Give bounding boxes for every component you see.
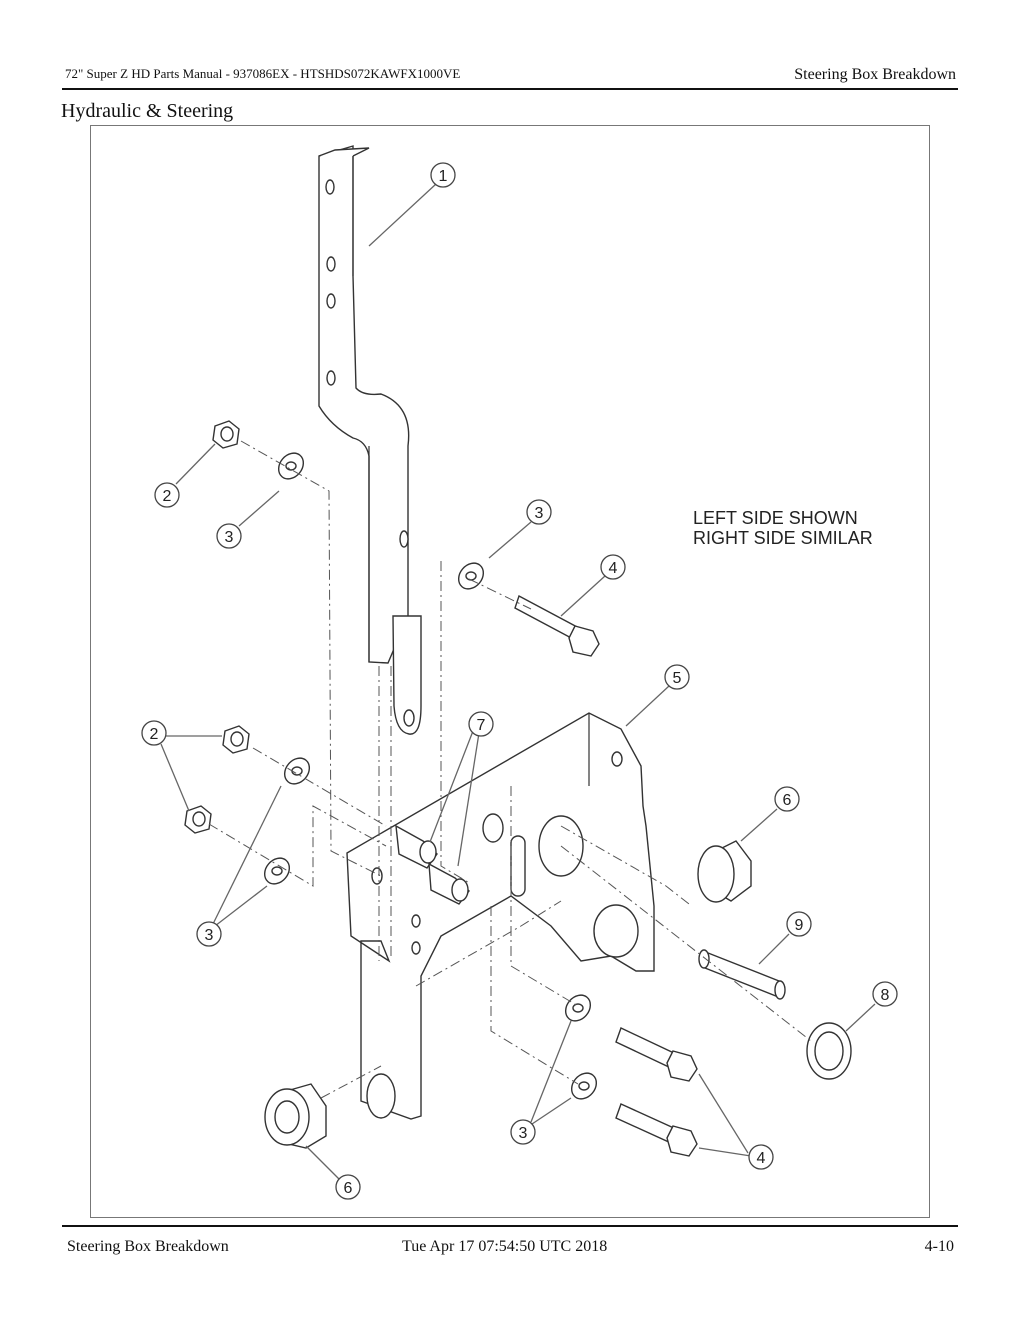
callout-leader-lines (160, 183, 876, 1182)
callout-2-upper: 2 (154, 482, 180, 508)
part-bolts (514, 594, 698, 1157)
svg-text:2: 2 (163, 488, 172, 505)
header-rule (62, 88, 958, 90)
svg-text:6: 6 (344, 1180, 353, 1197)
part-flanged-bushing-right (697, 840, 752, 903)
footer-timestamp: Tue Apr 17 07:54:50 UTC 2018 (402, 1238, 608, 1255)
callout-1: 1 (430, 162, 456, 188)
part-bushings (395, 824, 470, 905)
svg-text:8: 8 (881, 987, 890, 1004)
callout-2-lower: 2 (141, 720, 167, 746)
callout-3-right: 3 (526, 499, 552, 525)
callout-5: 5 (664, 664, 690, 690)
part-flanged-bushing-left (264, 1083, 327, 1149)
callout-4-upper: 4 (600, 554, 626, 580)
svg-text:3: 3 (205, 927, 214, 944)
diagram-frame: 1 2 3 3 4 2 7 5 (90, 125, 930, 1218)
callout-3-lower-right: 3 (510, 1119, 536, 1145)
diagram-note-line2: RIGHT SIDE SIMILAR (693, 528, 873, 548)
svg-text:6: 6 (783, 792, 792, 809)
callout-7: 7 (468, 711, 494, 737)
svg-text:2: 2 (150, 726, 159, 743)
svg-text:3: 3 (535, 505, 544, 522)
svg-text:1: 1 (439, 168, 448, 185)
callout-8: 8 (872, 981, 898, 1007)
part-seal (806, 1022, 852, 1080)
svg-text:4: 4 (609, 560, 618, 577)
part-lock-nuts (184, 420, 250, 834)
callout-6-right: 6 (774, 786, 800, 812)
diagram-note-line1: LEFT SIDE SHOWN (693, 508, 858, 528)
steering-box-exploded-diagram: 1 2 3 3 4 2 7 5 (141, 145, 898, 1200)
part-spacer-tube (698, 949, 786, 1000)
part-washers (263, 452, 598, 1100)
svg-text:3: 3 (519, 1125, 528, 1142)
callout-6-left: 6 (335, 1174, 361, 1200)
assembly-center-lines (208, 440, 812, 1099)
svg-text:4: 4 (757, 1150, 766, 1167)
callout-3-upper: 3 (216, 523, 242, 549)
callout-4-lower: 4 (748, 1144, 774, 1170)
footer-rule (62, 1225, 958, 1227)
page-number: 4-10 (924, 1238, 954, 1255)
footer-section: Steering Box Breakdown (67, 1238, 229, 1255)
part-steering-box-bracket (346, 712, 655, 1120)
svg-text:9: 9 (795, 917, 804, 934)
svg-text:3: 3 (225, 529, 234, 546)
svg-text:5: 5 (673, 670, 682, 687)
manual-title: 72" Super Z HD Parts Manual - 937086EX -… (65, 66, 461, 81)
section-title: Hydraulic & Steering (61, 100, 234, 122)
page-section-title: Steering Box Breakdown (794, 66, 956, 83)
part-steering-lever (318, 145, 422, 735)
callout-3-lower-left: 3 (196, 921, 222, 947)
svg-text:7: 7 (477, 717, 486, 734)
callout-9: 9 (786, 911, 812, 937)
